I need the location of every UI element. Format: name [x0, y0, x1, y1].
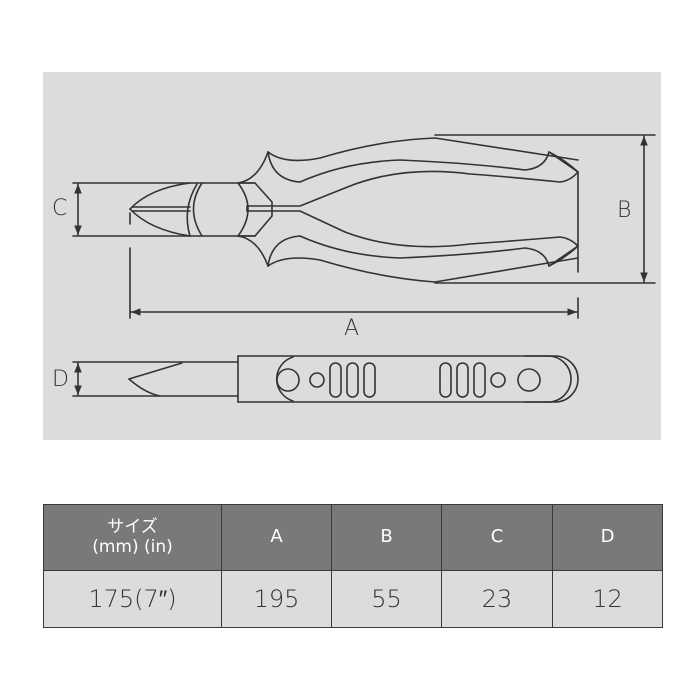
cell-a: 195: [221, 570, 332, 628]
table-row: 175(7″) 195 55 23 12: [43, 570, 663, 628]
header-size: サイズ (mm) (in): [43, 504, 222, 571]
header-c: C: [441, 504, 553, 571]
header-b: B: [331, 504, 442, 571]
cell-d: 12: [552, 570, 663, 628]
header-a: A: [221, 504, 332, 571]
spec-table: サイズ (mm) (in) A B C D 175(7″) 195 55 23 …: [43, 504, 663, 628]
cell-b: 55: [331, 570, 442, 628]
dimension-label-a: A: [344, 316, 360, 341]
header-size-units: (mm) (in): [92, 536, 173, 557]
dimension-label-b: B: [617, 198, 632, 223]
dimension-label-d: D: [52, 367, 69, 392]
table-header-row: サイズ (mm) (in) A B C D: [43, 504, 663, 571]
pliers-top-view: [72, 134, 656, 319]
pliers-side-view: [72, 355, 579, 403]
header-d: D: [552, 504, 663, 571]
cell-size: 175(7″): [43, 570, 222, 628]
diagram-panel: [43, 72, 661, 440]
dimension-label-c: C: [52, 196, 68, 221]
cell-c: 23: [441, 570, 553, 628]
header-size-label: サイズ: [107, 516, 158, 537]
